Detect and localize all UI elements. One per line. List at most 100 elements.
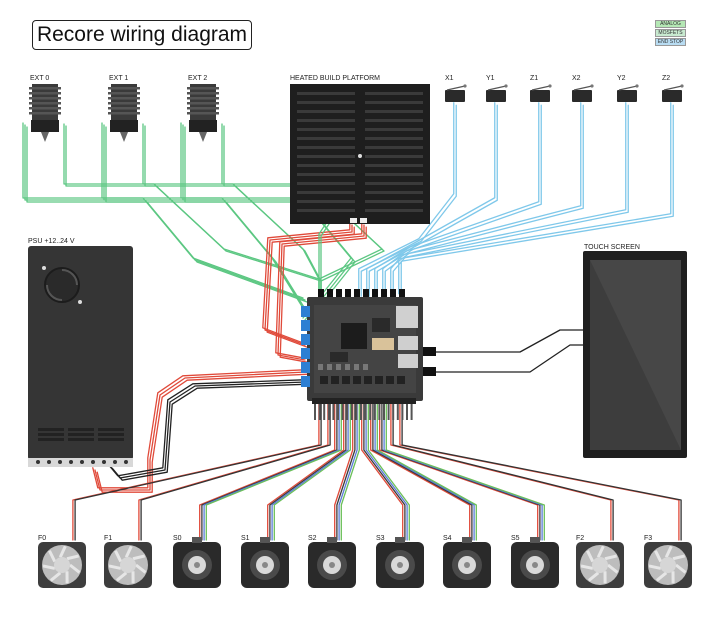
psu-power-wire bbox=[111, 383, 309, 481]
heater-block bbox=[31, 120, 59, 132]
endstop-wire bbox=[400, 104, 674, 297]
header-pin bbox=[410, 404, 413, 420]
stepper-wire bbox=[203, 401, 340, 541]
mosfet bbox=[375, 376, 383, 384]
endstop-z2: Z2 bbox=[662, 75, 684, 102]
heatsink-fin bbox=[29, 92, 61, 95]
fan-wire bbox=[74, 401, 322, 541]
extruder-1: EXT 1 bbox=[108, 75, 140, 142]
endstop-switch bbox=[486, 90, 506, 102]
stepper-wire bbox=[385, 401, 545, 541]
board-component bbox=[327, 364, 332, 370]
top-connector bbox=[318, 289, 324, 297]
endstop-lever bbox=[487, 85, 507, 91]
bed-terminal bbox=[350, 218, 357, 223]
endstop-lever bbox=[573, 85, 593, 91]
endstop-x2: X2 bbox=[572, 75, 594, 102]
psu-terminal bbox=[69, 460, 73, 464]
fan-blade bbox=[586, 550, 595, 563]
blue-terminal bbox=[301, 320, 310, 331]
stepper-s0: S0 bbox=[173, 535, 221, 588]
header-pin bbox=[392, 404, 395, 420]
psu-terminal bbox=[124, 460, 128, 464]
endstop-x1: X1 bbox=[445, 75, 467, 102]
mosfet bbox=[386, 376, 394, 384]
heatsink-fin bbox=[29, 102, 61, 105]
stepper-wire bbox=[273, 401, 351, 541]
endstop-roller bbox=[680, 84, 684, 88]
psu-terminal bbox=[58, 460, 62, 464]
legend-analog: ANALOG bbox=[655, 20, 686, 28]
fan-blade bbox=[604, 554, 618, 561]
stepper-label: S3 bbox=[376, 535, 385, 542]
fan-label: F0 bbox=[38, 535, 46, 542]
stepper-wire bbox=[199, 401, 336, 541]
header-pin bbox=[406, 404, 408, 420]
board-component bbox=[363, 364, 368, 370]
fan-blade bbox=[672, 554, 686, 561]
header-pin bbox=[314, 404, 316, 420]
psu-power-wire bbox=[94, 371, 307, 491]
header-pin bbox=[383, 404, 385, 420]
stepper-wire bbox=[374, 401, 475, 541]
psu-terminal bbox=[113, 460, 117, 464]
bed-wire bbox=[279, 226, 367, 363]
blue-terminal bbox=[301, 348, 310, 359]
stepper-label: S4 bbox=[443, 535, 452, 542]
stepper-wire bbox=[363, 401, 406, 541]
header-pin bbox=[346, 404, 349, 420]
fan-hub bbox=[592, 557, 608, 573]
endstop-label: X2 bbox=[572, 75, 581, 82]
stepper-wire bbox=[334, 401, 354, 541]
power-supply: PSU +12..24 V bbox=[28, 238, 133, 467]
stepper-wire bbox=[267, 401, 345, 541]
bed-wire bbox=[275, 222, 363, 359]
stepper-wire bbox=[336, 401, 356, 541]
psu-terminal bbox=[102, 460, 106, 464]
heatsink-fin bbox=[29, 87, 61, 90]
header-pin bbox=[355, 404, 358, 420]
fan-f2: F2 bbox=[576, 535, 624, 588]
top-connector bbox=[336, 289, 342, 297]
usb-port bbox=[398, 336, 418, 350]
blue-terminal bbox=[301, 376, 310, 387]
heatsink-fin bbox=[29, 97, 61, 100]
header-pin bbox=[327, 404, 330, 420]
endstop-y1: Y1 bbox=[486, 75, 508, 102]
stepper-connector bbox=[395, 537, 405, 543]
heatsink-fin bbox=[29, 112, 61, 115]
heatsink-fin bbox=[108, 107, 140, 110]
header-pin bbox=[369, 404, 372, 420]
heated-build-platform: HEATED BUILD PLATFORM bbox=[290, 75, 430, 224]
blue-terminal bbox=[301, 362, 310, 373]
endstop-label: X1 bbox=[445, 75, 454, 82]
extruder-0: EXT 0 bbox=[29, 75, 61, 142]
extruder-label: EXT 2 bbox=[188, 75, 207, 82]
header-pin bbox=[396, 404, 399, 420]
endstop-label: Y2 bbox=[617, 75, 626, 82]
endstop-y2: Y2 bbox=[617, 75, 639, 102]
mosfet bbox=[342, 376, 350, 384]
endstop-wire bbox=[374, 102, 540, 295]
stepper-connector bbox=[192, 537, 202, 543]
stepper-wire bbox=[370, 401, 471, 541]
board-component bbox=[318, 364, 323, 370]
stepper-s4: S4 bbox=[443, 535, 491, 588]
fan-f3: F3 bbox=[644, 535, 692, 588]
header-pin bbox=[318, 404, 321, 420]
fan-blade bbox=[607, 563, 619, 574]
endstop-switch bbox=[572, 90, 592, 102]
stepper-shaft bbox=[397, 562, 403, 568]
fan-blade bbox=[49, 571, 62, 582]
mosfet bbox=[320, 376, 328, 384]
bed-terminal bbox=[360, 218, 367, 223]
stepper-shaft bbox=[194, 562, 200, 568]
stepper-wire bbox=[361, 401, 404, 541]
fan-wire bbox=[401, 401, 682, 541]
fan-hub bbox=[54, 557, 70, 573]
fan-blade bbox=[135, 563, 147, 574]
screen-plug bbox=[422, 347, 436, 356]
fan-blade bbox=[108, 564, 122, 570]
bed-thermistor-wire bbox=[320, 220, 332, 297]
